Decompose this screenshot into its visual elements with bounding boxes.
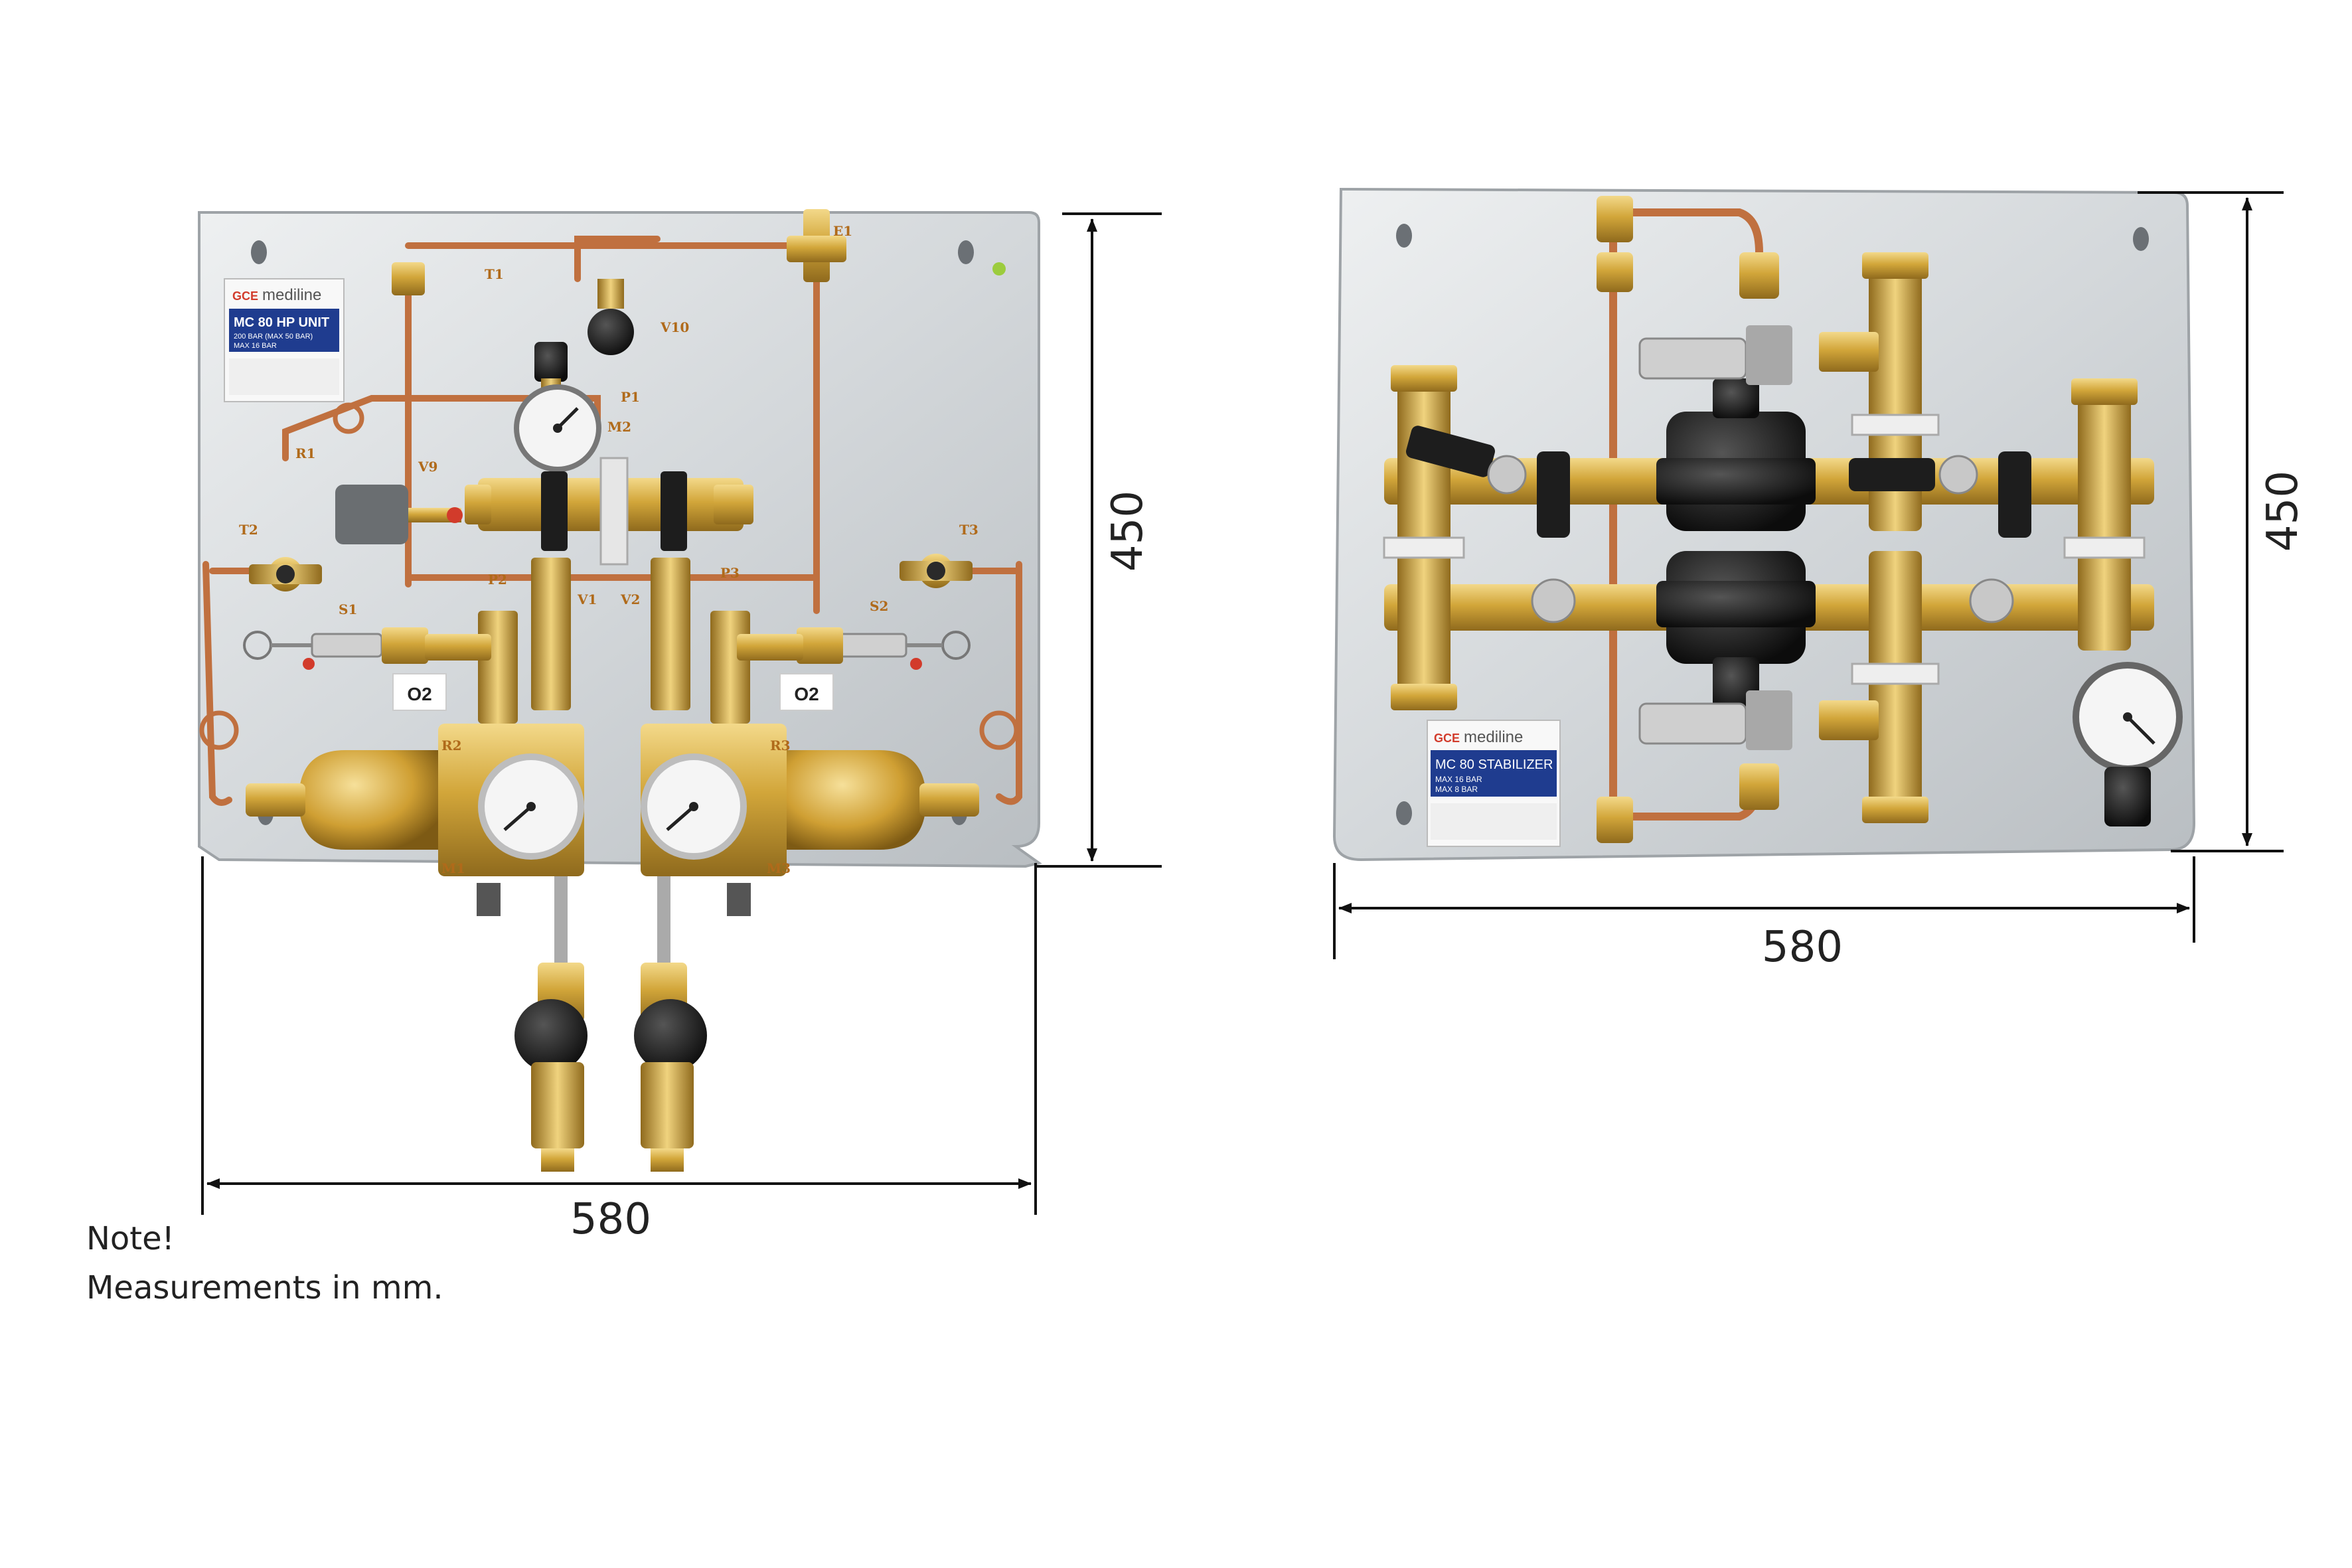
- pilot-valve: [534, 342, 568, 382]
- note-text: Measurements in mm.: [86, 1269, 443, 1306]
- lever-left: [541, 471, 568, 551]
- left-height-label: 450: [1103, 491, 1152, 572]
- tag-s1: S1: [339, 601, 357, 617]
- tag-r1: R1: [295, 445, 316, 461]
- tag-v1: V1: [577, 591, 597, 607]
- product-label-right: GCE mediline MC 80 STABILIZER MAX 16 BAR…: [1427, 720, 1561, 847]
- gauge-m2: [514, 384, 601, 472]
- filter-tank-right: [787, 750, 926, 850]
- tag-t2: T2: [239, 522, 258, 538]
- tag-p1: P1: [621, 389, 640, 405]
- tag-r2: R2: [441, 738, 462, 753]
- tag-p3: P3: [720, 565, 740, 581]
- gas-label-right-text: O2: [794, 684, 819, 704]
- riser-right: [651, 558, 690, 710]
- left-unit: O2 O2: [198, 209, 1162, 1244]
- tag-s2: S2: [870, 598, 888, 614]
- filter-tank-left: [299, 750, 438, 850]
- brand-prefix-right: GCE: [1434, 732, 1460, 745]
- right-unit: GCE mediline MC 80 STABILIZER MAX 16 BAR…: [1332, 187, 2308, 972]
- ball-valve-levers: [1405, 426, 2031, 538]
- gauge-m3: [641, 753, 747, 860]
- safety-valve-s1: [243, 627, 428, 670]
- note-heading: Note!: [86, 1220, 175, 1257]
- right-width-label: 580: [1762, 923, 1843, 972]
- gas-label-left: [392, 673, 447, 711]
- gas-label-right: [779, 673, 834, 711]
- brand-name-right: mediline: [1464, 728, 1523, 746]
- gas-label-left-text: O2: [407, 684, 431, 704]
- safety-valve-s2: [797, 627, 971, 670]
- right-dimensions: [1333, 191, 2284, 959]
- ground-dot: [992, 262, 1006, 275]
- right-height-label: 450: [2258, 471, 2308, 552]
- tag-p2: P2: [488, 572, 507, 588]
- bracket: [599, 457, 629, 566]
- tag-m1: M1: [441, 860, 465, 876]
- mounting-brackets: [1383, 414, 2146, 685]
- filter-box: [335, 485, 408, 544]
- component-tags: T1 T2 T3 E1 R1 R2 R3 V9 V10 V1 V2 P1 P2 …: [239, 223, 979, 876]
- tag-v10: V10: [660, 319, 689, 335]
- brand-name: mediline: [262, 286, 321, 304]
- left-width-label: 580: [570, 1195, 651, 1244]
- inlet-tube-left: [554, 876, 568, 976]
- chrome-valves: [1487, 455, 2014, 623]
- regulator-lower: [1656, 551, 1816, 710]
- gauge-m1: [478, 753, 584, 860]
- mid-header-bottom: [1869, 551, 1922, 823]
- spec-line-2: MAX 16 BAR: [234, 342, 277, 350]
- v10-valve: [588, 309, 634, 355]
- tag-t3: T3: [959, 522, 979, 538]
- tag-t1: T1: [485, 266, 504, 282]
- inlet-tube-right: [657, 876, 670, 976]
- tag-r3: R3: [770, 738, 791, 753]
- model-name-right: MC 80 STABILIZER: [1435, 757, 1553, 772]
- spec-line-1-right: MAX 16 BAR: [1435, 775, 1482, 784]
- product-label-left: GCE mediline MC 80 HP UNIT 200 BAR (MAX …: [224, 278, 345, 402]
- pressure-switch-upper: [1638, 325, 1879, 385]
- tag-e1: E1: [833, 223, 852, 239]
- elbow-fitting: [392, 262, 425, 295]
- riser-left: [531, 558, 571, 710]
- model-name: MC 80 HP UNIT: [234, 315, 329, 330]
- outlet-gauge: [2073, 662, 2183, 826]
- lever-right: [661, 471, 687, 551]
- spec-line-1: 200 BAR (MAX 50 BAR): [234, 333, 313, 341]
- pressure-switch-lower: [1638, 690, 1879, 750]
- tag-v9: V9: [418, 459, 437, 475]
- spec-line-2-right: MAX 8 BAR: [1435, 785, 1478, 794]
- cylinder-valve-right: [634, 963, 707, 1172]
- cylinder-valve-left: [514, 963, 588, 1172]
- tag-m2: M2: [607, 419, 631, 435]
- tag-v2: V2: [620, 591, 640, 607]
- right-header: [2078, 385, 2131, 651]
- regulator-upper: [1656, 378, 1816, 531]
- tag-m3: M3: [767, 860, 791, 876]
- left-dimensions: [201, 212, 1162, 1215]
- brand-prefix: GCE: [232, 289, 258, 303]
